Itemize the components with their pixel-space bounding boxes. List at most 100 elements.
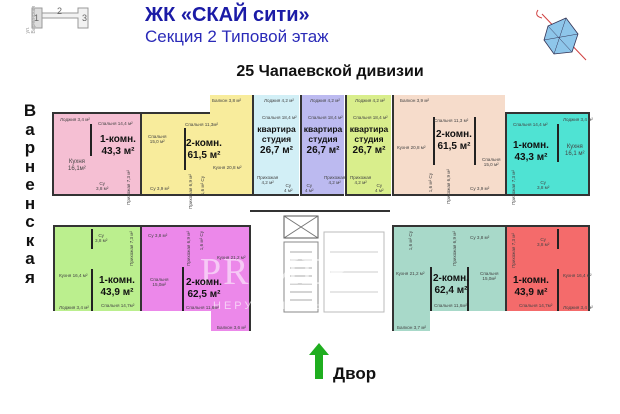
apartment-2room-61-5-left-kitchen[interactable]: Балкон 3,8 м² Кухня 20,8 м² <box>210 95 252 196</box>
room-label: Су 3,8 м² <box>470 235 490 240</box>
apartment-type: 2-комн.62,5 м² <box>186 277 222 300</box>
room-label: Спальня 14,7м² <box>101 303 135 308</box>
room-label: Су 3,8 м² <box>148 233 168 238</box>
room-label: Спальня 11,3м² <box>185 122 219 127</box>
room-label: Балкон 3,7 м² <box>397 325 427 330</box>
room-label: Лоджия 4,2 м² <box>355 98 385 103</box>
room-label: Спальня 18,4 м² <box>262 115 297 120</box>
room-label: Прихожая 6,9 м² <box>446 169 451 204</box>
room-label: 1,6 м² Су <box>428 173 433 193</box>
room-label: Лоджия 3,4 м² <box>563 305 593 310</box>
stairwell-elevator-core <box>250 210 390 322</box>
street-letter: а <box>25 119 35 139</box>
room-label: Лоджия 4,2 м² <box>264 98 294 103</box>
section-minimap: ул. Варненская 1 2 3 <box>22 4 98 33</box>
street-letter: я <box>25 267 35 287</box>
room-label: Кухня 16,4 м² <box>563 273 592 278</box>
room-label: 1,6 м² Су <box>199 231 204 251</box>
apartment-type: 2-комн.61,5 м² <box>436 129 472 152</box>
room-label: Балкон 3,8 м² <box>212 98 242 103</box>
apartment-studio-26-7-c[interactable]: Лоджия 4,2 м² Спальня 18,4 м² квартира с… <box>345 95 391 196</box>
street-letter: с <box>25 212 35 231</box>
apartment-2room-62-5[interactable]: Су 3,8 м² Прихожая 6,9 м² 1,6 м² Су Спал… <box>140 225 222 311</box>
room-label: Спальня 14,7м² <box>519 303 553 308</box>
watermark-subtitle: НЕРУХОМІСТЬ <box>213 300 325 312</box>
page-title: ЖК «СКАЙ сити» <box>145 4 310 26</box>
apartment-type: 2-комн.61,5 м² <box>186 138 222 161</box>
apartment-2room-61-5-right[interactable]: Балкон 3,9 м² Спальня 11,3 м² Кухня 20,8… <box>392 95 505 204</box>
room-label: Су 3,9 м² <box>150 186 170 191</box>
stairwell-lines <box>283 215 385 313</box>
room-label: Лоджия 4,2 м² <box>310 98 340 103</box>
room-label: Спальня 11,6м² <box>186 305 220 310</box>
room-label: Прихожая 6,9 м² <box>186 231 191 266</box>
apartment-type: 1-комн.43,3 м² <box>100 134 136 157</box>
room-label: Лоджия 3,4 м² <box>59 305 89 310</box>
minimap-section-2: 2 <box>57 6 63 16</box>
street-letter: е <box>25 175 35 194</box>
room-label: Спальня 18,4 м² <box>353 115 388 120</box>
street-label-top: 25 Чапаевской дивизии <box>236 63 424 80</box>
room-label: Балкон 3,6 м² <box>217 325 247 330</box>
room-label: Прихожая 6,9 м² <box>452 231 457 266</box>
apartment-2room-62-4[interactable]: Прихожая 6,9 м² Су 3,8 м² 2-комн.62,4 м²… <box>430 225 505 311</box>
room-label: Спальня 14,4 м² <box>513 122 548 127</box>
street-letter: н <box>24 193 36 213</box>
room-label: Лоджия 3,4 м² <box>60 117 90 122</box>
yard-arrow-icon <box>309 343 329 379</box>
minimap-section-1: 1 <box>34 13 40 23</box>
apartment-1room-43-3-left[interactable]: Лоджия 3,4 м² Спальня 14,4 м² 1-комн.43,… <box>52 112 140 205</box>
room-label: Кухня 21,2 м² <box>217 255 246 260</box>
apartment-type: 1-комн.43,9 м² <box>513 275 549 298</box>
room-label: Прихожая 7,3 м² <box>129 231 134 266</box>
room-label: Кухня 20,8 м² <box>397 145 426 150</box>
page-subtitle: Секция 2 Типовой этаж <box>145 27 329 46</box>
minimap-section-3: 3 <box>82 13 88 23</box>
street-letter: В <box>23 101 37 120</box>
room-label: Кухня 21,2 м² <box>396 271 425 276</box>
apartment-2room-62-5-kitchen[interactable]: Кухня 21,2 м² Балкон 3,6 м² <box>211 225 251 331</box>
room-label: Балкон 3,9 м² <box>400 98 430 103</box>
apartment-studio-26-7-b[interactable]: Лоджия 4,2 м² Спальня 18,4 м² квартира с… <box>300 95 346 196</box>
compass-icon <box>536 9 587 61</box>
room-label: 1,6 м² Су <box>408 231 413 251</box>
apartment-1room-43-3-right[interactable]: Спальня 14,4 м² Лоджия 3,4 м² 1-комн.43,… <box>505 112 593 205</box>
room-label: Спальня 18,4 м² <box>308 115 343 120</box>
apartment-type: 2-комн.62,4 м² <box>433 273 469 296</box>
room-label: Кухня 16,4 м² <box>59 273 88 278</box>
room-label: Спальня 11,3 м² <box>434 118 469 123</box>
room-label: Лоджия 3,4 м² <box>563 117 593 122</box>
room-label: Су 3,9 м² <box>470 186 490 191</box>
room-label: Кухня 20,8 м² <box>213 165 242 170</box>
room-label: Спальня 14,4 м² <box>98 121 133 126</box>
room-label: Прихожая 7,3 м² <box>511 233 516 268</box>
street-letter: р <box>24 138 36 157</box>
street-letter: н <box>24 156 36 176</box>
apartment-studio-26-7-a[interactable]: Лоджия 4,2 м² Спальня 18,4 м² квартира с… <box>252 95 299 196</box>
yard-label: Двор <box>333 364 377 383</box>
room-label: Прихожая 6,9 м² <box>188 174 193 209</box>
room-label: Прихожая 7,3 м² <box>511 170 516 205</box>
apartment-2room-62-4-kitchen[interactable]: 1,6 м² Су Кухня 21,2 м² Балкон 3,7 м² <box>392 225 430 331</box>
room-label: Спальня 11,6м² <box>434 303 468 308</box>
watermark-logo: PRIMER <box>200 251 354 293</box>
